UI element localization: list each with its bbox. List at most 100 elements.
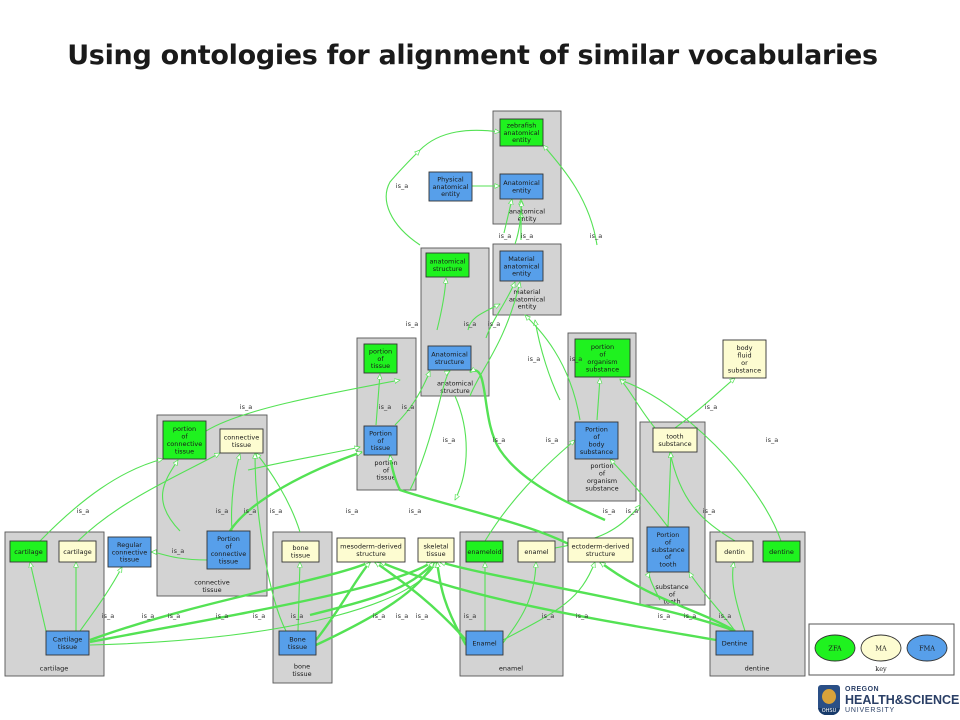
is-a-edge (309, 561, 435, 617)
is-a-edge (380, 560, 717, 642)
node-label: tissue (58, 643, 77, 651)
is-a-edge (228, 450, 362, 532)
node-label: of (665, 538, 672, 546)
is-a-label: is_a (379, 403, 391, 411)
is-a-label: is_a (216, 507, 228, 515)
is-a-edge (620, 380, 782, 542)
node-label: structure (356, 550, 386, 558)
clusters-layer: anatomicalentitymaterialanatomicalentity… (4, 110, 806, 684)
cluster-label: substance (585, 484, 618, 492)
node-label: zebrafish (507, 121, 537, 129)
is-a-label: is_a (528, 355, 540, 363)
is-a-edge (514, 201, 521, 245)
cluster-label: anatomical (437, 380, 473, 388)
node-label: structure (586, 550, 616, 558)
node-label: anatomical (429, 258, 465, 266)
is-a-label: is_a (416, 612, 428, 620)
is-a-label: is_a (77, 507, 89, 515)
cluster-label: connective (194, 579, 230, 587)
node-label: of (599, 351, 606, 359)
is-a-edge (79, 567, 123, 632)
cluster-label: structure (440, 387, 470, 395)
is-a-edge (436, 278, 446, 331)
node-label: tissue (291, 552, 310, 560)
is-a-label: is_a (346, 507, 358, 515)
node-label: Regular (117, 541, 142, 549)
is-a-edge (503, 199, 512, 234)
is-a-edge (315, 562, 436, 647)
node-label: tooth (666, 433, 683, 441)
is-a-label: is_a (464, 612, 476, 620)
cluster-label: bone (294, 663, 310, 671)
cluster-label: tissue (202, 586, 221, 594)
node-label: Portion (217, 535, 240, 543)
cluster-label: entity (518, 303, 537, 311)
is-a-label: is_a (570, 355, 582, 363)
key-swatch-fma (906, 634, 948, 662)
node-label: entity (512, 136, 531, 144)
cluster-label: portion (374, 459, 397, 467)
node-label: body (736, 344, 752, 352)
node-label: of (225, 543, 232, 551)
is-a-edge (385, 150, 420, 246)
is-a-label: is_a (409, 507, 421, 515)
cluster-label: of (669, 590, 676, 598)
is-a-edge (437, 562, 468, 646)
is-a-label: is_a (373, 612, 385, 620)
node-label: skeletal (423, 543, 448, 551)
is-a-edge (620, 379, 656, 429)
key-swatch-zfa (814, 634, 856, 662)
is-a-label: is_a (216, 612, 228, 620)
is-a-edge (375, 561, 467, 641)
is-a-edge (162, 460, 181, 532)
is-a-edge (688, 572, 736, 632)
node-label: substance (651, 546, 684, 554)
is-a-label: is_a (488, 320, 500, 328)
is-a-edge (419, 130, 500, 151)
node-label: tissue (371, 444, 390, 452)
node-label: substance (728, 366, 761, 374)
is-a-edge (610, 459, 669, 528)
node-label: anatomical (503, 262, 539, 270)
node-label: connective (167, 440, 203, 448)
node-label: enameloid (467, 548, 501, 556)
is-a-edge (525, 315, 581, 421)
cluster-label: portion (590, 462, 613, 470)
key-swatch-ma (860, 634, 902, 662)
is-a-edge (409, 370, 450, 491)
node-label: tissue (175, 447, 194, 455)
cluster-label: substance (655, 583, 688, 591)
is-a-edge (467, 303, 500, 331)
edges-layer (30, 130, 782, 647)
is-a-edge (440, 562, 736, 633)
node-zfa-enameloid: enameloid (465, 540, 504, 563)
is-a-edge (649, 572, 661, 601)
node-label: mesoderm-derived (340, 543, 402, 551)
is-a-label: is_a (464, 320, 476, 328)
node-label: structure (433, 265, 463, 273)
is-a-edge (543, 145, 598, 246)
node-label: of (377, 355, 384, 363)
is-a-label: is_a (493, 436, 505, 444)
logo-badge: OHSU (818, 708, 840, 715)
node-label: structure (435, 358, 465, 366)
node-label: anatomical (503, 129, 539, 137)
is-a-edge (315, 561, 371, 641)
is-a-edge (247, 447, 360, 471)
node-zfa-dentine: dentine (762, 540, 801, 563)
node-label: Material (508, 255, 535, 263)
is-a-edge (733, 562, 746, 632)
is-a-label: is_a (396, 612, 408, 620)
key-item-label: FMA (919, 644, 935, 652)
is-a-label: is_a (705, 403, 717, 411)
node-label: body (588, 441, 604, 449)
